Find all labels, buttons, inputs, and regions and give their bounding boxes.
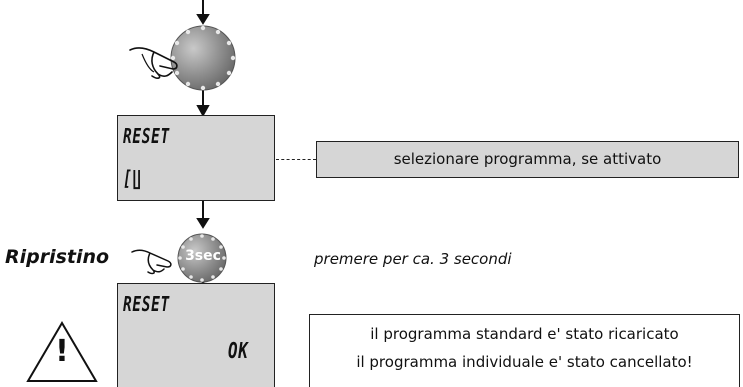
lcd-line-1: RESET xyxy=(123,292,170,316)
select-note-text: selezionare programma, se attivato xyxy=(393,150,662,168)
select-note-box: selezionare programma, se attivato xyxy=(316,141,739,178)
dashed-connector xyxy=(276,159,316,160)
lcd-display-select: RESET [∐ xyxy=(117,115,275,201)
press-note: premere per ca. 3 secondi xyxy=(314,250,512,268)
result-line-2: il programma individuale e' stato cancel… xyxy=(356,353,693,371)
rotary-knob-icon[interactable] xyxy=(168,23,238,93)
lcd-display-result: RESET OK xyxy=(117,283,275,387)
warning-triangle-icon xyxy=(26,321,98,382)
reset-label: Ripristino xyxy=(5,246,110,268)
knob-duration-text: 3sec xyxy=(185,248,221,264)
result-line-1: il programma standard e' stato ricaricat… xyxy=(370,325,679,343)
hand-pointer-icon xyxy=(131,249,172,275)
rotary-knob-icon[interactable] xyxy=(176,232,228,284)
result-note-box: il programma standard e' stato ricaricat… xyxy=(309,314,740,387)
lcd-line-1: RESET xyxy=(123,124,170,148)
lcd-line-2: [∐ xyxy=(123,166,142,190)
hand-pointer-icon xyxy=(129,47,178,79)
warning-symbol: ! xyxy=(55,334,69,369)
lcd-line-2: OK xyxy=(228,339,249,364)
